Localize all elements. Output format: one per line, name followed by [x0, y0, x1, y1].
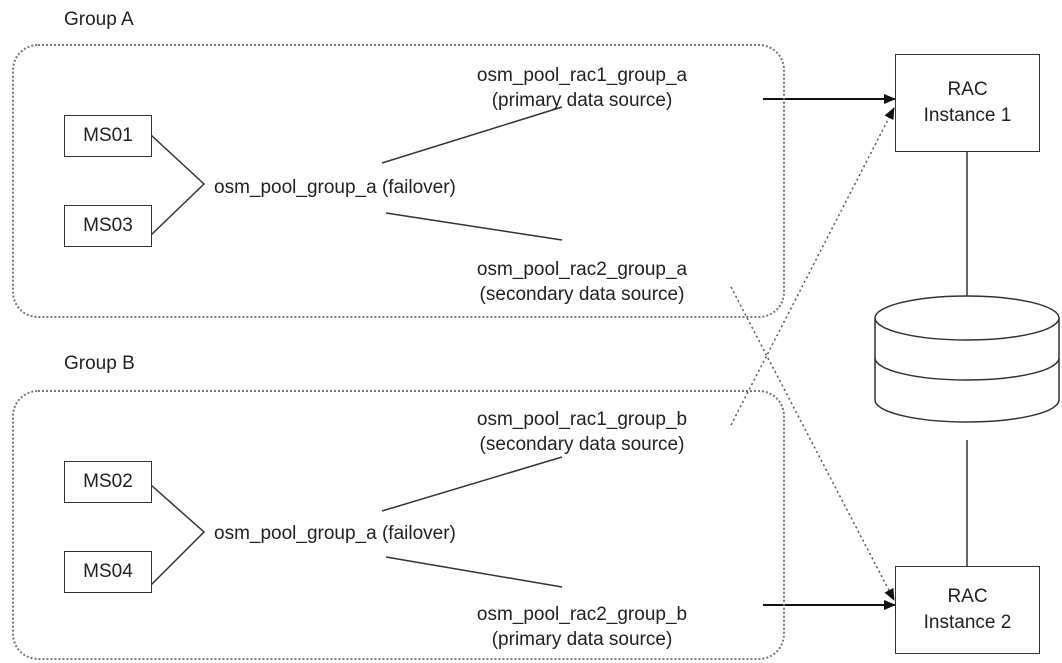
- server-ms01: MS01: [64, 115, 152, 157]
- group-b-failover-pool: osm_pool_group_a (failover): [214, 523, 456, 544]
- group-a-boundary: [12, 44, 785, 318]
- rac-instance-2-line2: Instance 2: [923, 612, 1012, 633]
- group-a-pool-bottom-name: osm_pool_rac2_group_a: [476, 259, 688, 280]
- group-b-pool-bottom-role: (primary data source): [491, 629, 673, 650]
- group-b-boundary: [12, 390, 785, 660]
- group-a-link-secondary: [385, 212, 563, 241]
- rac-instance-2-line1: RAC: [947, 586, 988, 607]
- group-b-title: Group B: [64, 353, 135, 374]
- group-b-fanin-lines: [150, 484, 206, 586]
- group-b-pool-top-role: (secondary data source): [479, 434, 685, 455]
- rac-instance-1-line2: Instance 1: [923, 105, 1012, 126]
- rac-instance-1: RAC Instance 1: [895, 54, 1040, 152]
- server-ms04: MS04: [64, 551, 152, 593]
- rac-instance-1-line1: RAC: [947, 79, 988, 100]
- group-a-pool-top-name: osm_pool_rac1_group_a: [476, 65, 688, 86]
- dotted-link-rac2-group-a-secondary: [730, 286, 895, 601]
- server-ms02: MS02: [64, 461, 152, 503]
- group-a-pool-bottom-role: (secondary data source): [479, 284, 685, 305]
- server-ms03: MS03: [64, 205, 152, 247]
- group-b-pool-top-name: osm_pool_rac1_group_b: [476, 409, 688, 430]
- group-a-pool-top-role: (primary data source): [491, 90, 673, 111]
- group-b-pool-bottom-name: osm_pool_rac2_group_b: [476, 604, 688, 625]
- group-a-link-primary: [381, 106, 563, 164]
- group-a-failover-pool: osm_pool_group_a (failover): [214, 177, 456, 198]
- group-a-fanin-lines: [150, 134, 206, 236]
- rac-instance-2: RAC Instance 2: [895, 566, 1040, 654]
- group-b-link-secondary: [381, 456, 563, 512]
- database-icon: [874, 295, 1060, 423]
- group-a-title: Group A: [64, 9, 134, 30]
- group-b-link-primary: [385, 556, 563, 588]
